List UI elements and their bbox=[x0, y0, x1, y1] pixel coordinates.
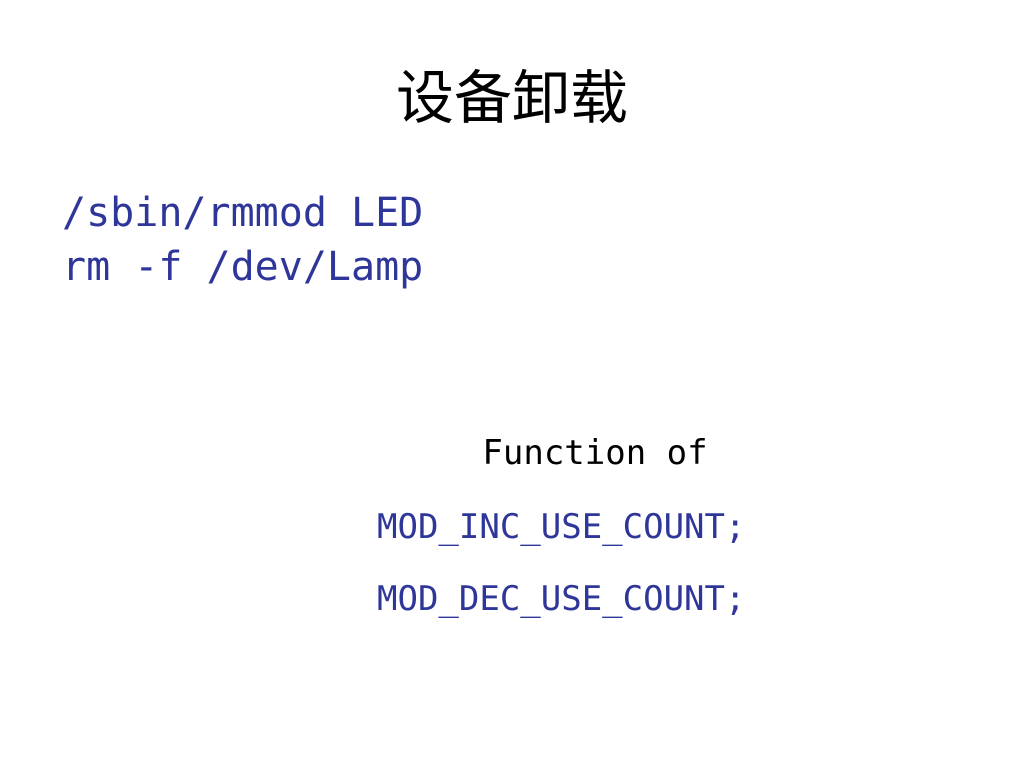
command-rm-dev: rm -f /dev/Lamp bbox=[62, 244, 424, 290]
function-label: Function of bbox=[482, 433, 708, 473]
command-rmmod: /sbin/rmmod LED bbox=[62, 190, 424, 236]
macro-dec-use-count: MOD_DEC_USE_COUNT; bbox=[377, 579, 746, 619]
macro-inc-use-count: MOD_INC_USE_COUNT; bbox=[377, 507, 746, 547]
command-block: /sbin/rmmod LED rm -f /dev/Lamp bbox=[62, 186, 762, 294]
slide-title: 设备卸载 bbox=[395, 64, 628, 132]
